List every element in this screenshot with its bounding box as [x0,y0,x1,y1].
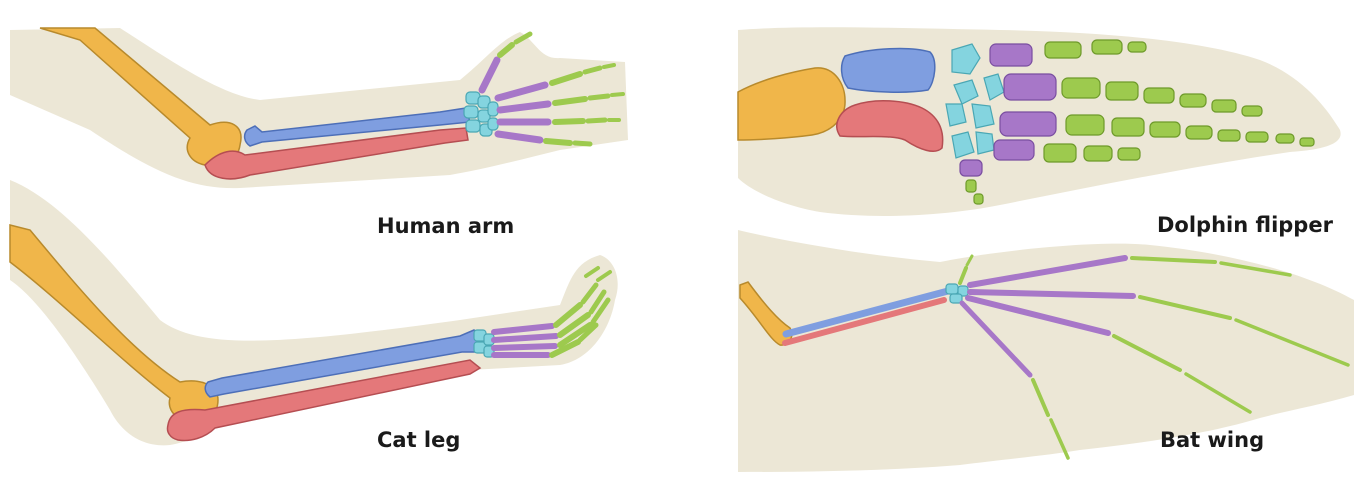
dolphin-flipper-label: Dolphin flipper [1157,213,1333,237]
cat-leg-label: Cat leg [377,428,460,452]
bat-wing-label: Bat wing [1160,428,1264,452]
dolphin-flipper [738,27,1341,216]
human-arm [10,28,628,188]
dolphin-radius [842,49,935,93]
human-arm-label: Human arm [377,214,514,238]
cat-leg [10,180,618,445]
cat-carpals [474,330,494,357]
